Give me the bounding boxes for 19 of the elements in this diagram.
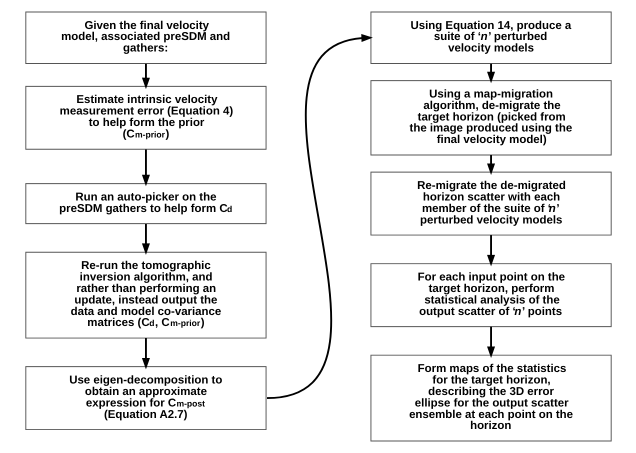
node-box: For each input point on the target horizon, perform statistical analysis of the output scatter of ‘n’ points (370, 263, 612, 328)
arrow (486, 64, 495, 84)
node-box: Re-run the tomographic inversion algorithm, and rather than performing an update, instead output the data and model co-variance matrices (Cd, Cm-prior) (24, 252, 266, 339)
arrow (141, 224, 150, 255)
node-box: Using a map-migration algorithm, de-migrate the target horizon (picked from the image produced using the final velocity model) (370, 80, 612, 156)
arrow (141, 64, 150, 90)
arrow (141, 338, 150, 370)
node-box: Form maps of the statistics for the target horizon, describing the 3D error ellipse for the output scatter ensemble at each point on the horizon (370, 354, 612, 442)
arrow (486, 326, 495, 358)
arrow (486, 155, 495, 175)
arrow (266, 34, 372, 400)
node-box: Estimate intrinsic velocity measurement error (Equation 4) to help form the prior (Cm-prior) (24, 86, 266, 150)
node-box: Given the final velocity model, associated preSDM and gathers: (24, 12, 266, 64)
node-box: Run an auto-picker on the preSDM gathers to help form Cd (24, 183, 266, 224)
node-box: Re-migrate the de-migrated horizon scatter with each member of the suite of ‘n’ perturbed velocity models (370, 172, 612, 236)
arrow (486, 235, 495, 266)
node-box: Using Equation 14, produce a suite of ‘n’ perturbed velocity models (370, 12, 612, 64)
arrow (141, 150, 150, 186)
node-box: Use eigen-decomposition to obtain an approximate expression for Cm-post (Equation A2.7) (24, 366, 266, 430)
